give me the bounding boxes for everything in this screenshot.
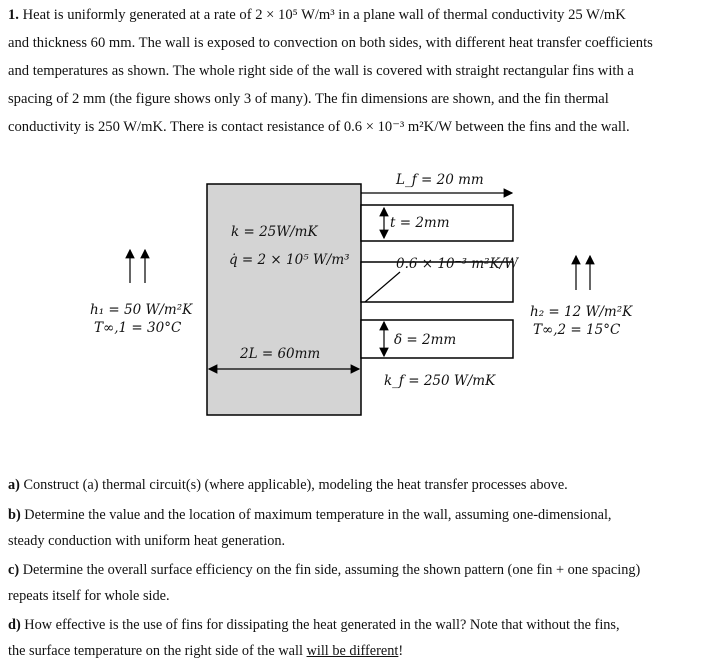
question-d-underlined: will be different bbox=[306, 643, 399, 659]
fin-middle bbox=[360, 261, 514, 303]
contact-pointer-line bbox=[364, 271, 401, 303]
statement-line-2: and thickness 60 mm. The wall is exposed… bbox=[8, 35, 653, 51]
statement-line-5: conductivity is 250 W/mK. There is conta… bbox=[8, 119, 630, 135]
fin-conductivity-label: k_f = 250 W/mK bbox=[384, 373, 496, 389]
fin-length-label: L_f = 20 mm bbox=[396, 172, 484, 188]
wall-thickness-label: 2L = 60mm bbox=[240, 346, 321, 362]
fin-thickness-label: t = 2mm bbox=[390, 215, 450, 231]
question-c-cont: repeats itself for whole side. bbox=[8, 588, 170, 604]
heat-generation-label: q̇ = 2 × 10⁵ W/m³ bbox=[229, 252, 350, 268]
question-d-text-2: the surface temperature on the right sid… bbox=[8, 643, 307, 659]
question-b: b) Determine the value and the location … bbox=[8, 506, 708, 524]
question-b-label: b) bbox=[8, 507, 21, 523]
statement-line-4: spacing of 2 mm (the figure shows only 3… bbox=[8, 91, 609, 107]
question-b-text-1: Determine the value and the location of … bbox=[24, 507, 612, 523]
tinf1-label: T∞,1 = 30°C bbox=[94, 320, 182, 336]
question-d-label: d) bbox=[8, 617, 21, 633]
question-a-text: Construct (a) thermal circuit(s) (where … bbox=[23, 477, 568, 493]
question-d: d) How effective is the use of fins for … bbox=[8, 616, 708, 634]
question-c-label: c) bbox=[8, 562, 20, 578]
wall-conductivity-label: k = 25W/mK bbox=[231, 224, 318, 240]
h2-label: h₂ = 12 W/m²K bbox=[530, 304, 633, 320]
question-d-text-1: How effective is the use of fins for dis… bbox=[24, 617, 620, 633]
question-c-text-1: Determine the overall surface efficiency… bbox=[22, 562, 641, 578]
contact-resistance-label: 0.6 × 10⁻³ m²K/W bbox=[396, 256, 519, 272]
h1-label: h₁ = 50 W/m²K bbox=[90, 302, 193, 318]
statement-text-1: Heat is uniformly generated at a rate of… bbox=[22, 7, 626, 23]
question-a: a) Construct (a) thermal circuit(s) (whe… bbox=[8, 476, 708, 494]
question-a-label: a) bbox=[8, 477, 20, 493]
question-d-cont: the surface temperature on the right sid… bbox=[8, 642, 708, 660]
statement-line-3: and temperatures as shown. The whole rig… bbox=[8, 63, 634, 79]
problem-number: 1. bbox=[8, 7, 19, 23]
question-c: c) Determine the overall surface efficie… bbox=[8, 561, 708, 579]
statement-line-1: 1. Heat is uniformly generated at a rate… bbox=[8, 2, 708, 30]
fin-spacing-label: δ = 2mm bbox=[394, 332, 457, 348]
plane-wall bbox=[206, 183, 362, 416]
tinf2-label: T∞,2 = 15°C bbox=[533, 322, 621, 338]
question-b-cont: steady conduction with uniform heat gene… bbox=[8, 533, 286, 549]
question-d-end: ! bbox=[398, 643, 404, 659]
